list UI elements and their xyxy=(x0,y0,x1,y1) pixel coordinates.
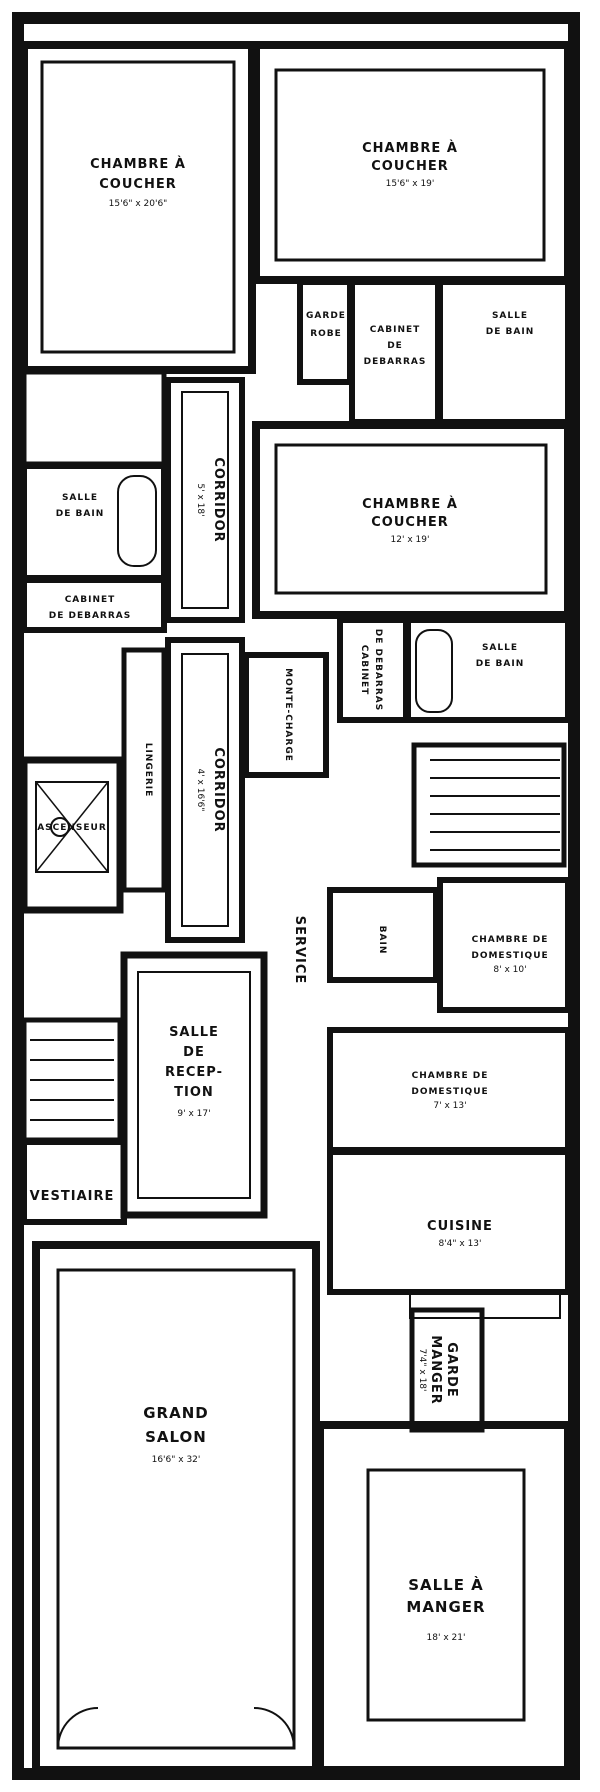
vestiaire-wall xyxy=(21,1139,127,1225)
chambre-1-dims: 15'6" x 20'6" xyxy=(109,199,168,209)
bath-tub-2 xyxy=(117,475,157,567)
salle-bain-1-wall xyxy=(437,279,571,425)
bain-label: BAIN xyxy=(377,926,387,955)
grand-salon-label-1: GRAND xyxy=(143,1404,208,1422)
chambre-2-label-1: CHAMBRE À xyxy=(362,140,458,156)
reception-label-4: TION xyxy=(174,1085,214,1100)
cuisine-label: CUISINE xyxy=(427,1219,493,1234)
chambre-dom-2-label-2: DOMESTIQUE xyxy=(411,1087,488,1097)
staircase xyxy=(411,742,567,868)
room-salle-manger: SALLE À MANGER 18' x 21' xyxy=(316,1421,572,1774)
ascenseur: ASCENSEUR xyxy=(20,756,124,914)
bath-tub-3 xyxy=(415,629,453,713)
salle-manger-dims: 18' x 21' xyxy=(427,1633,466,1643)
room-chambre-3: CHAMBRE À COUCHER 12' x 19' xyxy=(252,421,572,619)
left-closets xyxy=(21,369,167,467)
corridor-2: CORRIDOR 4' x 16'6" xyxy=(165,637,245,943)
corridor-1-dims: 5' x 18' xyxy=(195,483,205,516)
chambre-2-dims: 15'6" x 19' xyxy=(386,179,435,189)
cabinet-1-label-2: DE xyxy=(387,341,403,351)
chambre-dom-1-dims: 8' x 10' xyxy=(493,965,526,975)
chambre-dom-2-dims: 7' x 13' xyxy=(433,1101,466,1111)
chambre-3-label-1: CHAMBRE À xyxy=(362,496,458,512)
garde-manger-label-2: MANGER xyxy=(428,1335,443,1404)
cuisine-wall xyxy=(327,1149,571,1295)
cabinet-1-wall xyxy=(349,279,441,425)
corridor-1: CORRIDOR 5' x 18' xyxy=(165,377,245,623)
room-chambre-2: CHAMBRE À COUCHER 15'6" x 19' xyxy=(252,41,572,284)
salle-bain-2-label-1: SALLE xyxy=(62,493,98,503)
chambre-3-label-2: COUCHER xyxy=(371,515,448,530)
cabinet-3-wall xyxy=(337,617,409,723)
windows-right xyxy=(568,559,580,1521)
salle-bain-1-label-2: DE BAIN xyxy=(486,327,534,337)
garde-manger-label-1: GARDE xyxy=(444,1342,459,1397)
salle-manger-label-1: SALLE À xyxy=(408,1575,484,1594)
ascenseur-label: ASCENSEUR xyxy=(37,823,107,833)
vestiaire-label: VESTIAIRE xyxy=(30,1189,115,1204)
salle-bain-2-label-2: DE BAIN xyxy=(56,509,104,519)
chambre-dom-2-label-1: CHAMBRE DE xyxy=(412,1071,489,1081)
corridor-1-label: CORRIDOR xyxy=(211,457,226,542)
chambre-3-dims: 12' x 19' xyxy=(391,535,430,545)
garde-manger-wall xyxy=(409,1307,485,1433)
service-label: SERVICE xyxy=(292,916,307,985)
cuisine-dims: 8'4" x 13' xyxy=(438,1239,481,1249)
salle-bain-1-label-1: SALLE xyxy=(492,311,528,321)
reception-label-1: SALLE xyxy=(169,1025,219,1040)
cabinet-1-label-3: DEBARRAS xyxy=(364,357,427,367)
reception-dims: 9' x 17' xyxy=(177,1109,210,1119)
bain-wall xyxy=(327,887,439,983)
reception-label-3: RECEP- xyxy=(165,1065,223,1080)
corridor-2-dims: 4' x 16'6" xyxy=(195,768,205,811)
salle-bain-3-wall xyxy=(405,617,571,723)
chambre-1-label-2: COUCHER xyxy=(99,177,176,192)
corridor-2-label: CORRIDOR xyxy=(211,747,226,832)
room-chambre-1: CHAMBRE À COUCHER 15'6" x 20'6" xyxy=(20,41,256,374)
cabinet-1-label-1: CABINET xyxy=(370,325,421,335)
cabinet-3-label-2: DE DEBARRAS xyxy=(373,629,383,712)
chambre-2-label-2: COUCHER xyxy=(371,159,448,174)
grand-salon-label-2: SALON xyxy=(145,1428,207,1446)
cabinet-2-wall xyxy=(21,577,167,633)
garde-robe-label-1: GARDE xyxy=(306,311,346,321)
cabinet-2-label-2: DE DEBARRAS xyxy=(49,611,132,621)
monte-charge-wall xyxy=(243,652,329,778)
chambre-dom-1-wall xyxy=(437,877,571,1013)
grand-salon-dims: 16'6" x 32' xyxy=(152,1455,201,1465)
cabinet-2-label-1: CABINET xyxy=(65,595,116,605)
lingerie-label: LINGERIE xyxy=(143,743,153,798)
salle-bain-3-label-1: SALLE xyxy=(482,643,518,653)
garde-robe-label-2: ROBE xyxy=(310,329,342,339)
kitchen-counter xyxy=(409,1289,561,1319)
chambre-1-label-1: CHAMBRE À xyxy=(90,156,186,172)
lingerie-wall xyxy=(121,647,167,893)
cabinet-3-label-1: CABINET xyxy=(359,645,369,696)
left-stairs xyxy=(21,1017,123,1143)
salle-bain-2-wall xyxy=(21,463,167,581)
salle-bain-3-label-2: DE BAIN xyxy=(476,659,524,669)
chambre-dom-1-label-2: DOMESTIQUE xyxy=(471,951,548,961)
monte-charge-label: MONTE-CHARGE xyxy=(283,668,293,762)
salle-manger-label-2: MANGER xyxy=(406,1598,485,1616)
room-salle-reception: SALLE DE RECEP- TION 9' x 17' xyxy=(120,951,268,1219)
chambre-dom-1-label-1: CHAMBRE DE xyxy=(472,935,549,945)
reception-label-2: DE xyxy=(183,1045,205,1060)
room-grand-salon: GRAND SALON 16'6" x 32' xyxy=(32,1241,320,1774)
garde-manger-dims: 7'4" x 18' xyxy=(417,1348,427,1391)
